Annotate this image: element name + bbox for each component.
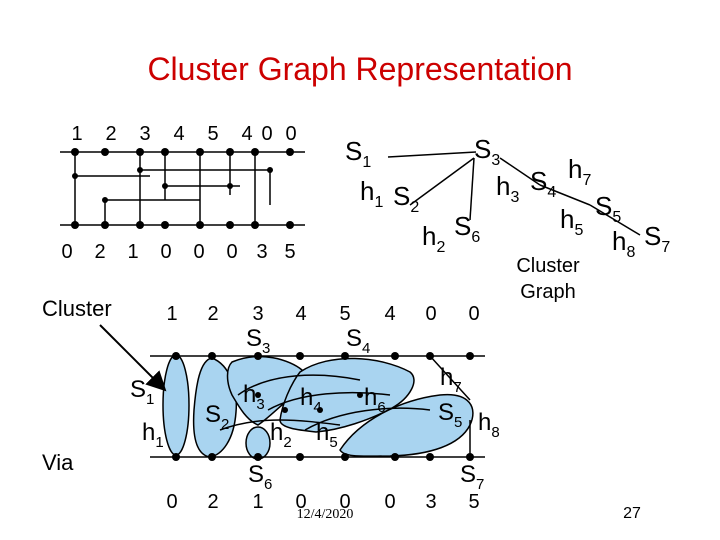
- cluster-graph-caption-line: Graph: [520, 281, 576, 303]
- graph-node-S4: S4: [530, 166, 556, 201]
- via-label-h2: h2: [270, 419, 292, 451]
- via-label-S1: S1: [130, 376, 154, 408]
- channel-top-label: 2: [105, 123, 116, 145]
- channel-top-label: 5: [207, 123, 218, 145]
- graph-node-h7: h7: [568, 154, 591, 189]
- graph-node-S7: S7: [644, 221, 670, 256]
- via-top-label: 0: [468, 303, 479, 325]
- channel-bottom-label: 0: [61, 241, 72, 263]
- via-bottom-label: 0: [384, 491, 395, 513]
- via-label-S2: S2: [205, 401, 229, 433]
- channel-bottom-label: 0: [193, 241, 204, 263]
- channel-top-label: 1: [71, 123, 82, 145]
- via-bottom-label: 3: [425, 491, 436, 513]
- via-label-S6: S6: [248, 461, 272, 493]
- via-bottom-label: 0: [339, 491, 350, 513]
- via-top-label: 0: [425, 303, 436, 325]
- cluster-S1-shape: [162, 354, 190, 456]
- channel-top-label: 4: [241, 123, 252, 145]
- via-label-h4: h4: [300, 384, 322, 416]
- cluster-S5-shape: [339, 393, 474, 457]
- via-top-label: 4: [384, 303, 395, 325]
- channel-bottom-label: 5: [284, 241, 295, 263]
- channel-bottom-label: 0: [160, 241, 171, 263]
- via-label-S7: S7: [460, 461, 484, 493]
- graph-node-h8: h8: [612, 226, 635, 261]
- via-bottom-label: 0: [295, 491, 306, 513]
- via-label-S3: S3: [246, 325, 270, 357]
- graph-node-h5: h5: [560, 204, 583, 239]
- graph-node-S5: S5: [595, 191, 621, 226]
- graph-node-h1: h1: [360, 176, 383, 211]
- cluster-label: Cluster: [42, 296, 112, 321]
- cluster-graph-caption: Cluster Graph: [516, 255, 580, 303]
- channel-bottom-label: 2: [94, 241, 105, 263]
- graph-node-h3: h3: [496, 171, 519, 206]
- graph-node-h2: h2: [422, 221, 445, 256]
- cluster-S3-shape: [226, 355, 306, 426]
- footer-page-number: 27: [623, 505, 641, 522]
- channel-top-label: 3: [139, 123, 150, 145]
- via-bottom-label: 2: [207, 491, 218, 513]
- via-label-S5: S5: [438, 399, 462, 431]
- graph-node-S2: S2: [393, 181, 419, 216]
- cluster-graph-caption-line: Cluster: [516, 255, 580, 277]
- via-label-h7: h7: [440, 364, 462, 396]
- via-top-label: 3: [252, 303, 263, 325]
- via-label-h8: h8: [478, 409, 500, 441]
- via-label-h5: h5: [316, 419, 338, 451]
- channel-top-label: 0: [261, 123, 272, 145]
- channel-bottom-label: 0: [226, 241, 237, 263]
- channel-bottom-label: 3: [256, 241, 267, 263]
- via-top-label: 2: [207, 303, 218, 325]
- slide-title: Cluster Graph Representation: [147, 51, 572, 87]
- via-label: Via: [42, 450, 74, 475]
- via-bottom-label: 5: [468, 491, 479, 513]
- via-top-label: 4: [295, 303, 306, 325]
- via-label-h6: h6: [364, 384, 386, 416]
- channel-diagram: 1 2 3 4 5 4 0 0: [60, 123, 305, 263]
- footer-date: 12/4/2020: [297, 507, 354, 522]
- via-diagram: Cluster Via 1 2 3 4 5 4 0 0 0 2 1 0 0 0 …: [42, 296, 500, 513]
- channel-bottom-label: 1: [127, 241, 138, 263]
- channel-top-label: 4: [173, 123, 184, 145]
- cluster-pointer-arrow: [99, 324, 167, 392]
- via-bottom-labels: 0 2 1 0 0 0 3 5: [166, 491, 479, 513]
- graph-node-S3: S3: [474, 134, 500, 169]
- via-label-S4: S4: [346, 325, 370, 357]
- channel-top-labels: 1 2 3 4 5 4 0 0: [71, 123, 296, 145]
- via-bottom-label: 0: [166, 491, 177, 513]
- via-top-label: 1: [166, 303, 177, 325]
- graph-node-S6: S6: [454, 211, 480, 246]
- via-label-h3: h3: [243, 381, 265, 413]
- channel-top-label: 0: [285, 123, 296, 145]
- via-top-labels: 1 2 3 4 5 4 0 0: [166, 303, 479, 325]
- via-bottom-label: 1: [252, 491, 263, 513]
- via-top-label: 5: [339, 303, 350, 325]
- via-label-h1: h1: [142, 419, 164, 451]
- cluster-graph: S1 S3 h7 h3 S4 h1 S2 S5 h5 S6 h2 S7 h8 C…: [345, 134, 670, 303]
- channel-bottom-labels: 0 2 1 0 0 0 3 5: [61, 241, 295, 263]
- graph-node-S1: S1: [345, 136, 371, 171]
